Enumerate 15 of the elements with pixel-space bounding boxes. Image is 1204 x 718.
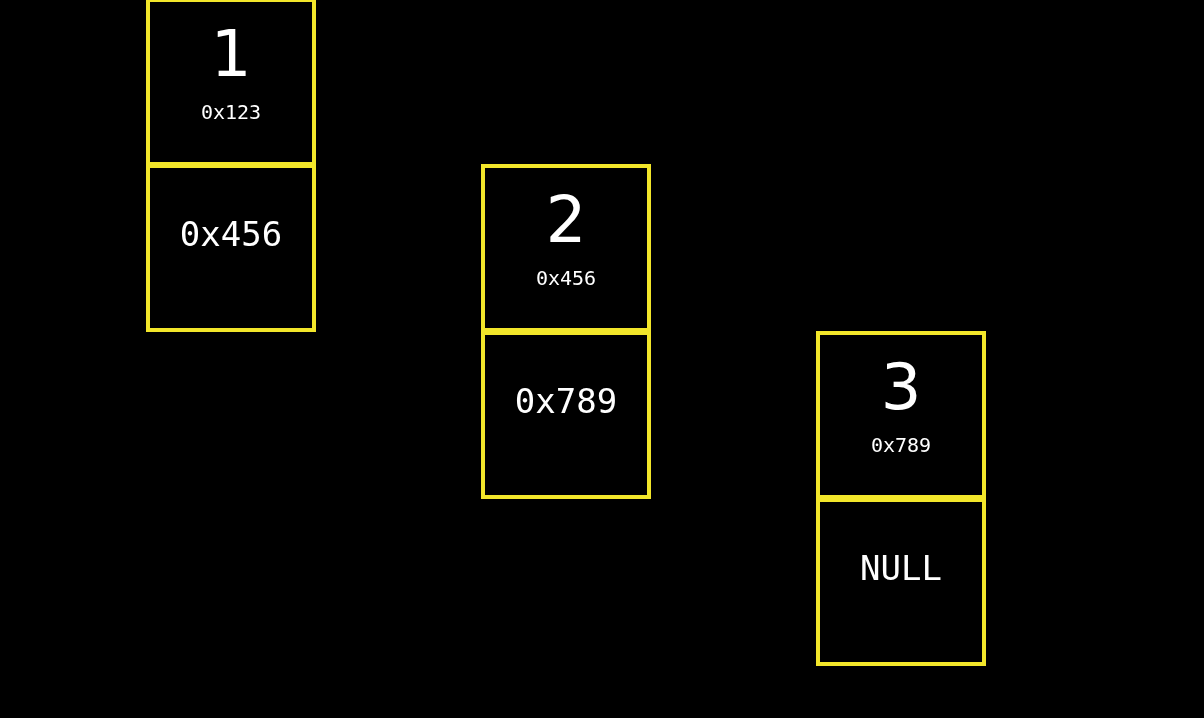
value-number: 1 xyxy=(210,22,252,86)
address-label: 0x123 xyxy=(200,100,262,124)
value-number: 3 xyxy=(880,355,922,419)
memory-cell xyxy=(481,164,651,332)
pointer-value: 0x789 xyxy=(514,381,618,421)
memory-cell xyxy=(816,331,986,499)
memory-cell xyxy=(816,498,986,666)
address-label: 0x789 xyxy=(870,433,932,457)
memory-cell xyxy=(146,0,316,166)
memory-cell xyxy=(481,331,651,499)
memory-cell xyxy=(146,164,316,332)
pointer-value: NULL xyxy=(860,548,942,588)
address-label: 0x456 xyxy=(535,266,597,290)
value-number: 2 xyxy=(545,188,587,252)
pointer-value: 0x456 xyxy=(179,214,283,254)
